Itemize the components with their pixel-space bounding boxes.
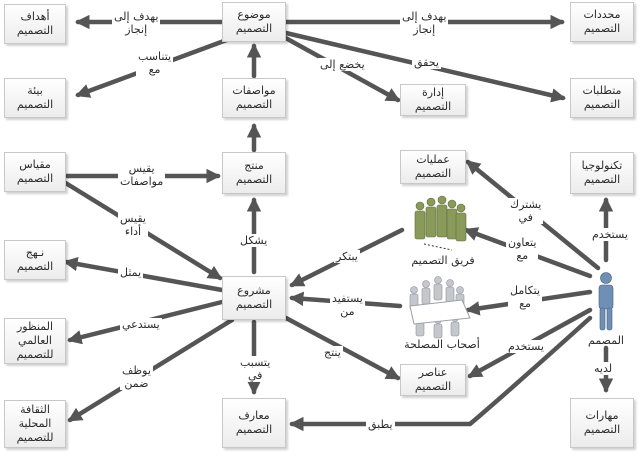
node-design-subject: موضوع التصميم: [222, 2, 286, 42]
edge-label-measures-performance: يقيس أداء: [118, 212, 148, 238]
node-design-management: إدارة التصميم: [400, 84, 466, 116]
node-design-technology: تكنولوجيا التصميم: [570, 152, 634, 194]
node-design-requirements: متطلبات التصميم: [570, 78, 634, 118]
node-design-structure: بيئة التصميم: [4, 78, 66, 118]
node-design-product: منتج التصميم: [222, 152, 286, 194]
edge-label-aims-achieve-constraints: يهدف إلى إنجاز: [400, 10, 449, 36]
edge-label-forms: يشكل: [238, 234, 270, 247]
edge-label-cooperates-with: يتعاون مع: [506, 236, 539, 262]
edge-label-uses-elements: يستخدم: [506, 340, 546, 353]
node-design-knowledge: معارف التصميم: [222, 398, 286, 448]
edge-label-fits-with: يتناسب مع: [136, 50, 174, 76]
node-local-culture: الثقافة المحلية للتصميم: [4, 400, 66, 448]
edge-label-uses-technology: يستخدم: [590, 228, 630, 241]
edge-project-approach: [63, 256, 225, 293]
edge-designer-knowledge: [289, 315, 593, 432]
edge-label-benefits-from: يستفيد من: [330, 292, 365, 318]
edge-label-measures-specs: يقيس مواصفات: [118, 162, 166, 188]
edge-label-achieves: يحقق: [412, 56, 441, 69]
meeting-table-icon: [409, 276, 471, 339]
edge-label-integrates-with: يتكامل مع: [508, 284, 543, 310]
edge-label-represents: يمثل: [118, 266, 144, 279]
node-design-project: مشروع التصميم: [222, 276, 286, 320]
node-design-elements: عناصر التصميم: [400, 364, 466, 396]
edge-label-causes-in: يتسبب في: [238, 356, 273, 382]
node-design-goals: أهداف التصميم: [4, 4, 66, 44]
group-people-icon: [414, 195, 467, 251]
node-world-view: المنظور العالمي للتصميم: [4, 318, 66, 364]
edge-label-applies: يطبق: [366, 418, 395, 431]
edge-label-produces: ينتج: [322, 346, 343, 359]
node-design-processes: عمليات التصميم: [400, 150, 466, 184]
caption-stakeholders: أصحاب المصلحة: [404, 338, 480, 351]
edge-label-subject-to: يخضع إلى: [318, 58, 367, 71]
node-design-constraints: محددات التصميم: [570, 2, 634, 42]
node-design-approach: نـهج التصميم: [4, 240, 66, 280]
edge-label-has: لديه: [592, 362, 615, 375]
caption-designer: المصمم: [588, 334, 624, 347]
edge-label-aims-achieve-goals: يهدف إلى إنجاز: [112, 10, 161, 36]
edge-label-innovates: يبتكر: [334, 250, 360, 263]
caption-design-team: فريق التصميم: [411, 254, 475, 267]
edge-label-invokes: يستدعي: [120, 318, 162, 331]
edge-label-shares-in: يشترك في: [508, 198, 544, 224]
node-design-skills: مهارات التصميم: [570, 398, 634, 448]
node-design-specs: مواصفات التصميم: [222, 78, 286, 118]
edge-label-employs-within: يوظف ضمن: [120, 364, 153, 390]
person-icon: [598, 272, 614, 331]
node-design-measure: مقياس التصميم: [4, 152, 66, 192]
